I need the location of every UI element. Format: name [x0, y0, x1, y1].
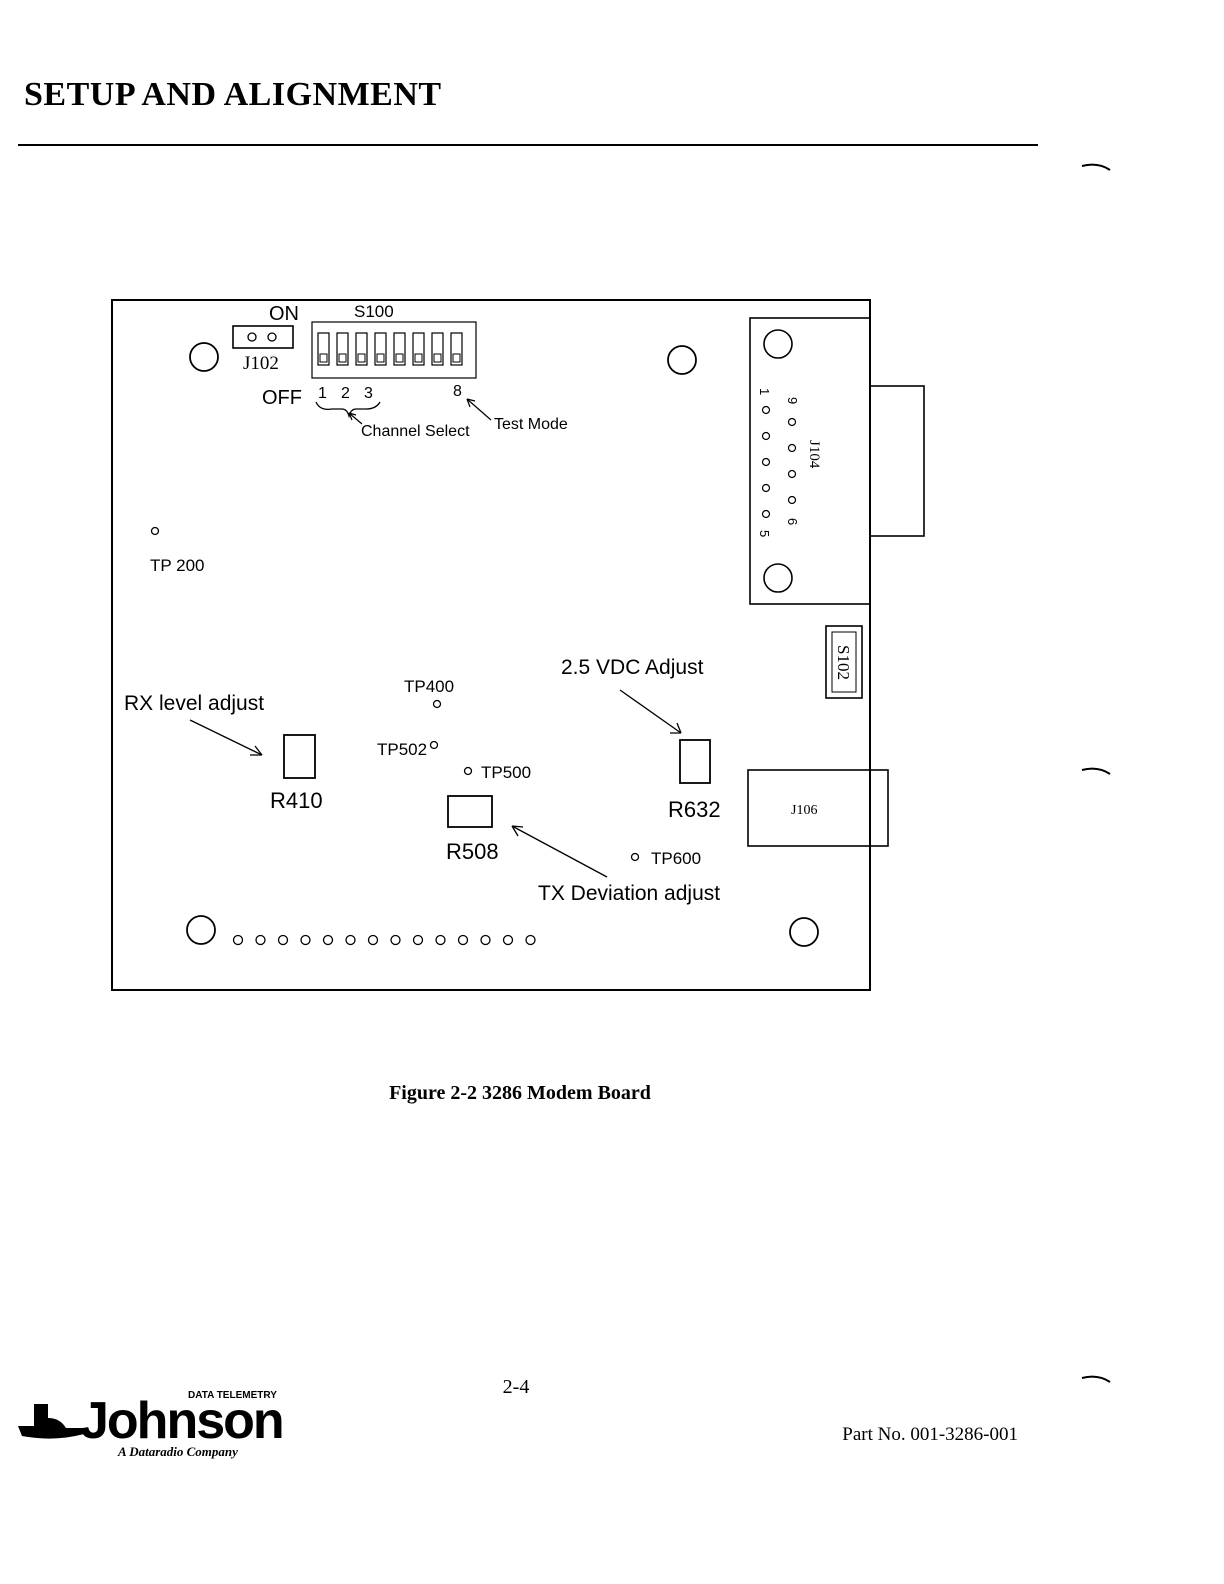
rx-level-adjust-label: RX level adjust	[124, 692, 264, 715]
j104-pin-9-label: 9	[785, 397, 800, 404]
j104-pin-1-label: 1	[757, 388, 772, 395]
j104-label: J104	[806, 440, 822, 469]
margin-mark	[1082, 1377, 1110, 1382]
s102-label: S102	[834, 645, 853, 680]
r632-label: R632	[668, 797, 721, 822]
tp502-label: TP502	[377, 740, 427, 759]
channel-select-label: Channel Select	[361, 423, 470, 440]
page-number: 2-4	[480, 1376, 552, 1399]
header-pin	[324, 936, 333, 945]
header-pin	[234, 936, 243, 945]
dip-switch-knob	[434, 354, 441, 362]
header-pin	[301, 936, 310, 945]
on-label: ON	[269, 303, 299, 325]
margin-mark	[1082, 769, 1110, 774]
r410-potentiometer	[284, 735, 315, 778]
mounting-hole-top-left	[190, 343, 218, 371]
r410-label: R410	[270, 788, 323, 813]
header-pin	[459, 936, 468, 945]
viking-ship-icon	[18, 1404, 84, 1439]
j102-label: J102	[243, 353, 279, 374]
j106-connector	[748, 770, 888, 846]
johnson-logo: DATA TELEMETRY Johnson A Dataradio Compa…	[14, 1382, 304, 1462]
tp200-point	[152, 528, 159, 535]
j104-pin	[789, 471, 796, 478]
header-pin	[414, 936, 423, 945]
r632-potentiometer	[680, 740, 710, 783]
s100-label: S100	[354, 302, 394, 321]
logo-tagline-bottom: A Dataradio Company	[117, 1444, 238, 1459]
header-pin	[279, 936, 288, 945]
header-pin	[256, 936, 265, 945]
j104-pin	[763, 433, 770, 440]
j104-pin	[763, 511, 770, 518]
tp400-label: TP400	[404, 677, 454, 696]
header-pin	[504, 936, 513, 945]
test-mode-arrow	[467, 399, 491, 420]
tp600-point	[632, 854, 639, 861]
switch-2-label: 2	[341, 385, 350, 402]
j104-connector-shell	[870, 386, 924, 536]
switch-8-label: 8	[453, 383, 462, 400]
switch-3-label: 3	[364, 385, 373, 402]
header-pin	[526, 936, 535, 945]
tp200-label: TP 200	[150, 556, 205, 575]
dip-switch-positions	[318, 333, 462, 365]
logo-brand: Johnson	[80, 1392, 283, 1450]
header-pin	[369, 936, 378, 945]
r508-potentiometer	[448, 796, 492, 827]
channel-select-brace	[316, 402, 380, 416]
dip-switch-knob	[396, 354, 403, 362]
j104-pin	[789, 419, 796, 426]
header-pin	[481, 936, 490, 945]
j104-pin	[763, 407, 770, 414]
vdc-adjust-arrow	[620, 690, 681, 733]
tx-deviation-adjust-arrow	[512, 826, 607, 877]
part-number: Part No. 001-3286-001	[842, 1424, 1018, 1446]
j104-pin	[789, 497, 796, 504]
dip-switch-knob	[415, 354, 422, 362]
header-pin	[346, 936, 355, 945]
header-pin	[436, 936, 445, 945]
j104-pins	[763, 407, 796, 518]
figure-caption: Figure 2-2 3286 Modem Board	[0, 1082, 1040, 1105]
bottom-header-pins	[234, 936, 536, 945]
switch-1-label: 1	[318, 385, 327, 402]
margin-mark	[1082, 165, 1110, 170]
header-pin	[391, 936, 400, 945]
tp500-point	[465, 768, 472, 775]
tp600-label: TP600	[651, 849, 701, 868]
vdc-adjust-label: 2.5 VDC Adjust	[561, 656, 704, 679]
dip-switch-knob	[358, 354, 365, 362]
r508-label: R508	[446, 839, 499, 864]
j104-pin	[789, 445, 796, 452]
dip-switch-knob	[377, 354, 384, 362]
tp400-point	[434, 701, 441, 708]
dip-switch-knob	[339, 354, 346, 362]
tp502-point	[431, 742, 438, 749]
test-mode-label: Test Mode	[494, 416, 568, 433]
tx-deviation-adjust-label: TX Deviation adjust	[538, 882, 720, 905]
off-label: OFF	[262, 387, 302, 409]
mounting-hole-bottom-right	[790, 918, 818, 946]
dip-switch-knob	[453, 354, 460, 362]
board-outline	[112, 300, 870, 990]
mounting-hole-top-right	[668, 346, 696, 374]
j104-pin-6-label: 6	[785, 518, 800, 525]
j104-pin	[763, 459, 770, 466]
dip-switch-knob	[320, 354, 327, 362]
tp500-label: TP500	[481, 763, 531, 782]
j102-jumper	[233, 326, 293, 348]
j106-label: J106	[791, 803, 817, 818]
mounting-hole-bottom-left	[187, 916, 215, 944]
rx-level-adjust-arrow	[190, 720, 262, 755]
j104-pin	[763, 485, 770, 492]
j104-pin-5-label: 5	[757, 530, 772, 537]
